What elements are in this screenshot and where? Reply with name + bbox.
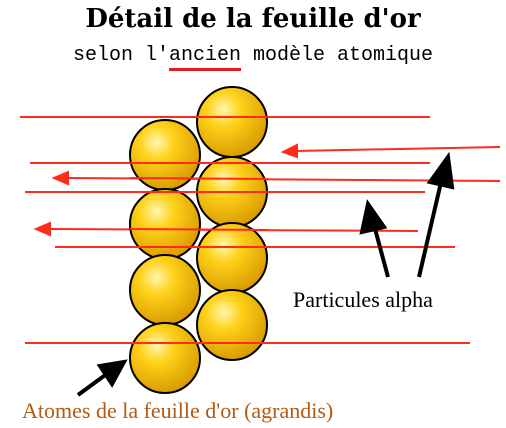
gold-atom (197, 223, 267, 293)
alpha-ray-front (130, 229, 268, 230)
ray-arrowhead (36, 223, 50, 235)
pointer-arrow-head (100, 362, 124, 384)
gold-atom (130, 189, 200, 259)
pointer-arrow (374, 225, 388, 277)
gold-atom (130, 120, 200, 190)
pointer-arrow (78, 373, 108, 395)
pointer-arrow-head (430, 157, 452, 187)
alpha-ray-front (130, 178, 268, 179)
gold-atom (130, 323, 200, 393)
gold-atom (197, 87, 267, 157)
gold-atoms (130, 87, 267, 393)
ray-arrowhead (283, 145, 297, 157)
alpha-particles-label: Particules alpha (293, 287, 433, 313)
gold-atom (197, 290, 267, 360)
pointer-arrow-head (362, 204, 384, 232)
ray-arrowhead (54, 172, 68, 184)
gold-atoms-label: Atomes de la feuille d'or (agrandis) (22, 398, 333, 424)
gold-atom (130, 255, 200, 325)
reflected-alpha-ray (295, 147, 500, 151)
